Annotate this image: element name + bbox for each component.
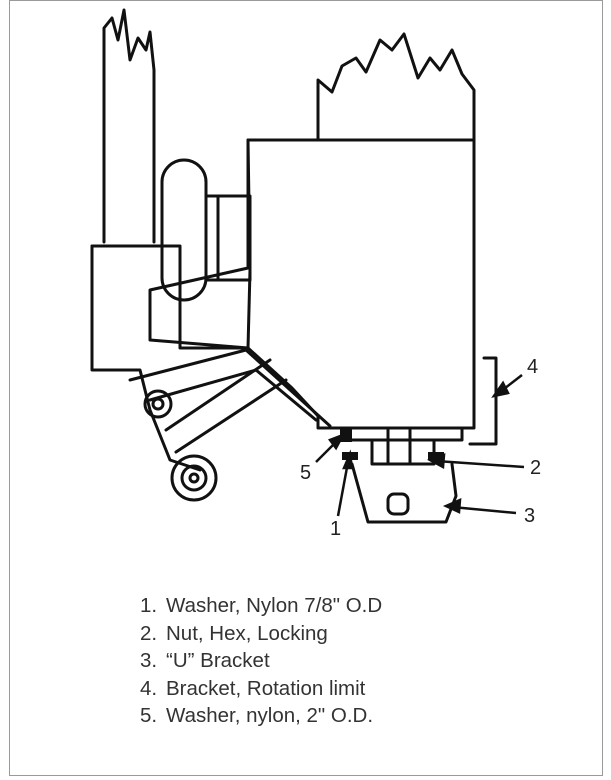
post-left — [102, 8, 156, 244]
assembly-drawing — [90, 8, 525, 524]
linkage-outer — [128, 348, 332, 428]
pin-upper — [143, 389, 173, 419]
linkage-inner — [148, 368, 318, 422]
parts-list-item: 3.“U” Bracket — [140, 649, 270, 672]
side-plate — [90, 138, 252, 350]
leader-3 — [451, 505, 517, 515]
callout-3: 3 — [524, 505, 536, 527]
roller-hub — [204, 194, 252, 282]
main-block-top — [316, 32, 476, 142]
callout-1: 1 — [330, 518, 342, 540]
pin-lower — [170, 454, 218, 502]
parts-list-item: 5.Washer, nylon, 2" O.D. — [140, 704, 374, 727]
u-bracket — [350, 462, 458, 524]
callout-2: 2 — [530, 457, 542, 479]
leader-1 — [336, 461, 350, 517]
callout-5: 5 — [300, 462, 312, 484]
washer-large — [340, 426, 464, 442]
main-block-body — [148, 138, 476, 430]
callout-4: 4 — [527, 356, 539, 378]
parts-list: 1.Washer, Nylon 7/8" O.D 2.Nut, Hex, Loc… — [140, 592, 382, 730]
rotation-limit-bracket — [468, 356, 498, 446]
parts-list-item: 4.Bracket, Rotation limit — [140, 676, 366, 700]
side-plate-lower — [90, 244, 202, 472]
parts-list-item: 1.Washer, Nylon 7/8" O.D — [140, 594, 383, 617]
parts-list-item: 2.Nut, Hex, Locking — [140, 621, 328, 645]
leader-2 — [435, 459, 525, 469]
nut — [370, 438, 436, 466]
